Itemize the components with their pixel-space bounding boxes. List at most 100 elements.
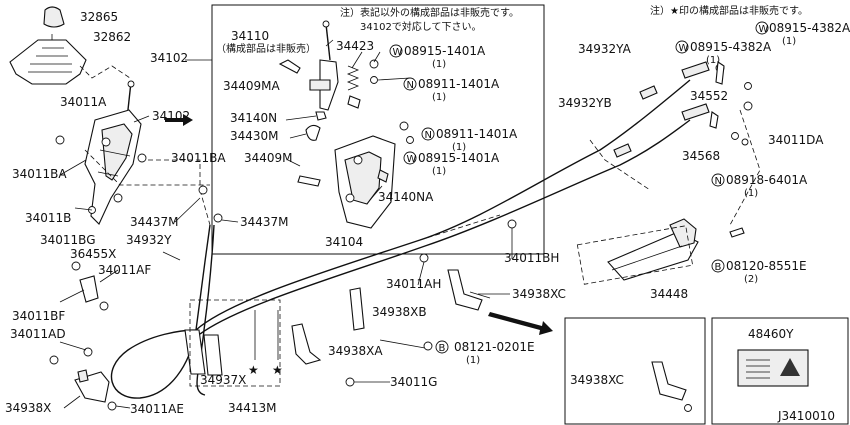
label-34448: 34448: [650, 287, 688, 301]
svg-text:08915-1401A: 08915-1401A: [404, 44, 486, 58]
callout-w08915-1401A-b: W 08915-1401A (1): [403, 151, 500, 177]
label-34140NA: 34140NA: [378, 190, 434, 204]
label-34938XC: 34938XC: [512, 287, 566, 301]
svg-text:08120-8551E: 08120-8551E: [726, 259, 807, 273]
svg-text:B: B: [439, 343, 446, 354]
svg-text:(1): (1): [452, 142, 466, 153]
svg-text:(2): (2): [744, 274, 758, 285]
svg-text:08915-1401A: 08915-1401A: [418, 151, 500, 165]
svg-text:N: N: [715, 176, 722, 187]
star-mark-2: ★: [272, 363, 283, 377]
svg-text:(1): (1): [432, 92, 446, 103]
label-34140N: 34140N: [230, 111, 277, 125]
label-34552: 34552: [690, 89, 728, 103]
label-34011A: 34011A: [60, 95, 107, 109]
caution-label-drawing: [737, 349, 809, 387]
control-cables: [110, 61, 710, 399]
small-bolts: [49, 185, 517, 411]
bracket-34938XB-drawing: [349, 287, 365, 331]
label-34011AE: 34011AE: [130, 402, 184, 416]
label-34937X: 34937X: [200, 373, 246, 387]
callout-n08911-1401A-b: N 08911-1401A (1): [421, 127, 518, 153]
svg-text:(1): (1): [466, 355, 480, 366]
inset-box-bracket: [564, 317, 706, 425]
bracket-34938XA-drawing: [291, 323, 322, 365]
bracket-34448-drawing: [607, 218, 745, 281]
label-34932Y: 34932Y: [126, 233, 172, 247]
label-34011AH: 34011AH: [386, 277, 441, 291]
inset-note-line1: 注）表記以外の構成部品は非販売です。: [340, 6, 519, 19]
svg-text:B: B: [715, 262, 722, 273]
svg-text:(1): (1): [432, 59, 446, 70]
arrow-to-bracket-inset: [488, 312, 553, 335]
inset-bracket-drawing: [334, 135, 396, 229]
inset-small-parts: [278, 59, 414, 187]
label-34430M: 34430M: [230, 129, 279, 143]
svg-text:(1): (1): [432, 166, 446, 177]
callout-w08915-4382A-mid: W 08915-4382A (1): [675, 40, 772, 66]
inset-box-label: [711, 317, 849, 425]
label-34437M-left: 34437M: [130, 215, 179, 229]
svg-text:N: N: [407, 80, 414, 91]
svg-text:W: W: [759, 24, 769, 35]
label-34437M-right: 34437M: [240, 215, 289, 229]
bracket-34938XC-drawing: [447, 269, 491, 311]
label-34011BH: 34011BH: [504, 251, 559, 265]
label-34011DA: 34011DA: [768, 133, 824, 147]
callout-w08915-4382A-top: W 08915-4382A (1): [755, 21, 850, 47]
svg-text:(1): (1): [782, 36, 796, 47]
bracket-34938X-drawing: [74, 369, 110, 403]
arrow-to-inset: [165, 114, 193, 126]
shift-boot-drawing: [9, 39, 87, 85]
svg-text:(1): (1): [744, 188, 758, 199]
svg-text:W: W: [679, 43, 689, 54]
note-top-right: 注）★印の構成部品は非販売です。: [650, 4, 808, 17]
bracket-34011BF-drawing: [71, 261, 109, 311]
label-36455X: 36455X: [70, 247, 116, 261]
label-34011AD: 34011AD: [10, 327, 66, 341]
svg-text:08911-1401A: 08911-1401A: [436, 127, 518, 141]
label-34409MA: 34409MA: [223, 79, 281, 93]
label-34011G: 34011G: [390, 375, 437, 389]
svg-text:08911-1401A: 08911-1401A: [418, 77, 500, 91]
label-32862: 32862: [93, 30, 131, 44]
inset-sub-note: （構成部品は非販売）: [216, 42, 316, 55]
label-34932YA: 34932YA: [578, 42, 632, 56]
svg-text:(1): (1): [706, 55, 720, 66]
inset-note-line2: 34102で対応して下さい。: [360, 20, 482, 33]
svg-text:08915-4382A: 08915-4382A: [690, 40, 772, 54]
svg-text:N: N: [425, 130, 432, 141]
shifter-assembly-drawing: [84, 80, 142, 225]
label-34568: 34568: [682, 149, 720, 163]
label-34011AF: 34011AF: [98, 263, 151, 277]
label-34938XB: 34938XB: [372, 305, 427, 319]
label-34102-mid: 34102: [152, 109, 190, 123]
label-34011BG: 34011BG: [40, 233, 96, 247]
pivot-parts-right: [709, 61, 753, 146]
label-34102-left: 34102: [150, 51, 188, 65]
diagram-id: J3410010: [777, 409, 835, 423]
inset-bracket-34938XC-drawing: [651, 361, 692, 412]
label-34104: 34104: [325, 235, 363, 249]
label-34938XA: 34938XA: [328, 344, 383, 358]
svg-text:W: W: [407, 154, 417, 165]
label-34011BA-right: 34011BA: [171, 151, 226, 165]
label-34011BA-left: 34011BA: [12, 167, 67, 181]
callout-b08121-0201E: B 08121-0201E (1): [435, 340, 535, 366]
label-34110: 34110: [231, 29, 269, 43]
label-34938XC-inset: 34938XC: [570, 373, 624, 387]
label-34011BF: 34011BF: [12, 309, 65, 323]
label-34409M: 34409M: [244, 151, 293, 165]
label-32865: 32865: [80, 10, 118, 24]
callout-n08918-6401A: N 08918-6401A (1): [711, 173, 808, 199]
svg-text:08915-4382A: 08915-4382A: [769, 21, 850, 35]
label-34938X: 34938X: [5, 401, 51, 415]
label-34413M: 34413M: [228, 401, 277, 415]
shift-knob-drawing: [43, 6, 65, 42]
label-48460Y: 48460Y: [748, 327, 794, 341]
callout-w08915-1401A-a: W 08915-1401A (1): [389, 44, 486, 70]
label-34011B: 34011B: [25, 211, 71, 225]
callout-b08120-8551E: B 08120-8551E (2): [711, 259, 807, 285]
star-mark-1: ★: [248, 363, 259, 377]
